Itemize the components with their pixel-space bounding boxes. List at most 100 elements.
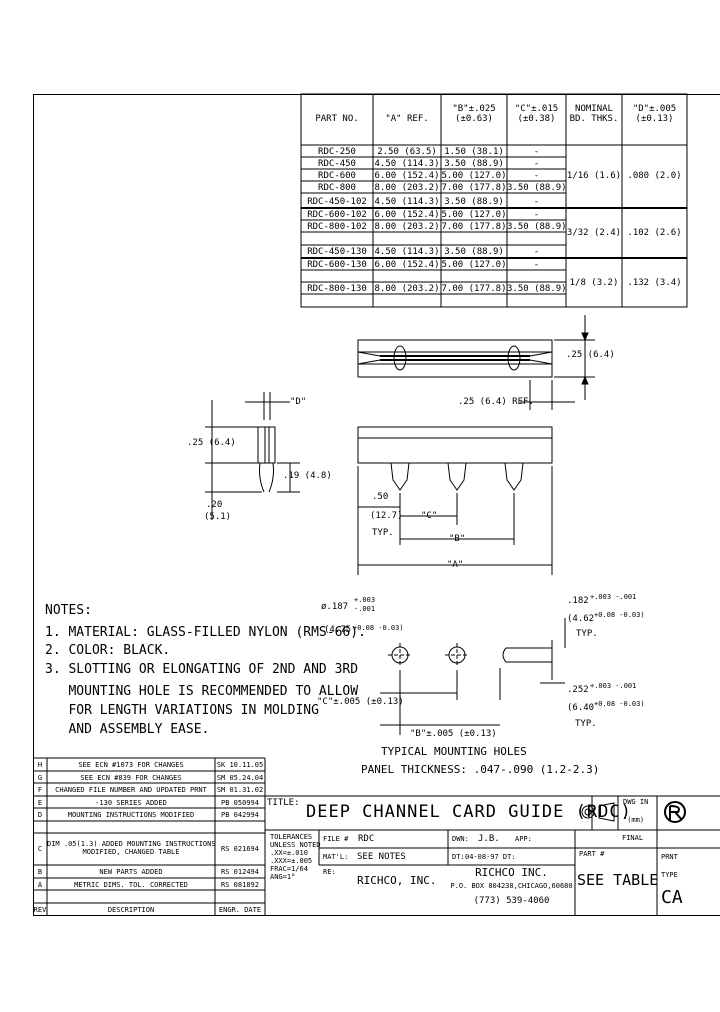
header-c-tol: "C"±.015 (±0.38)	[514, 104, 559, 124]
table-row: RDC-800-102	[307, 222, 367, 232]
table-row: RDC-450-102	[307, 197, 367, 207]
dim-182-mm-tol: +0.08 -0.03)	[594, 611, 645, 619]
table-cell: 6.00 (152.4)	[374, 210, 440, 220]
units-label: "(mm)	[623, 816, 645, 824]
table-row: RDC-800	[318, 183, 356, 193]
table-row: RDC-600	[318, 171, 356, 181]
tolerances-block: TOLERANCES UNLESS NOTED .XX=±.010 .XXX=±…	[270, 833, 321, 881]
table-cell: 6.00 (152.4)	[374, 260, 440, 270]
table-cell: 3.50 (88.9)	[444, 247, 504, 257]
company-name: RICHCO INC.	[475, 866, 548, 879]
rev-letter: B	[37, 868, 43, 876]
matl-value: SEE NOTES	[357, 852, 406, 862]
group-d: .102 (2.6)	[627, 228, 682, 238]
dim-182-typ: TYP.	[576, 629, 598, 639]
group-thk: 3/32 (2.4)	[566, 228, 622, 238]
table-cell: 3.50 (88.9)	[444, 197, 504, 207]
part-value: SEE TABLE	[577, 871, 659, 889]
file-number: RDC	[358, 834, 375, 844]
table-row: RDC-600-130	[307, 260, 367, 270]
table-cell: 7.00 (177.8)	[441, 284, 507, 294]
dim-ref: .25 (6.4) REF.	[458, 397, 534, 407]
dim-b: "B"	[449, 534, 466, 544]
table-cell: -	[533, 171, 540, 181]
table-cell: 3.50 (88.9)	[507, 284, 567, 294]
rev-date: RS 021694	[221, 845, 259, 853]
dim-252: .252	[567, 685, 589, 695]
table-cell: 4.50 (114.3)	[374, 247, 440, 257]
note-item: MOUNTING HOLE IS RECOMMENDED TO ALLOW	[45, 684, 359, 699]
table-cell: -	[533, 247, 540, 257]
dim-d: "D"	[290, 397, 307, 407]
table-cell: -	[533, 197, 540, 207]
table-row: RDC-450	[318, 159, 356, 169]
dim-c: "C"	[421, 511, 438, 521]
header-d-tol: "D"±.005 (±0.13)	[632, 104, 677, 124]
file-label: FILE #	[323, 835, 349, 843]
rev-header: ENGR. DATE	[218, 906, 262, 914]
app-label: APP:	[515, 835, 532, 843]
rev-letter: G	[37, 774, 43, 782]
dim-side-020: .20	[206, 500, 223, 510]
dim-c-tol: "C"±.005 (±0.13)	[317, 697, 404, 707]
table-cell: 3.50 (88.9)	[507, 183, 567, 193]
group-d: .080 (2.0)	[627, 171, 682, 181]
table-cell: 4.50 (114.3)	[374, 197, 440, 207]
rev-letter: D	[37, 811, 43, 819]
dim-front-050-mm: (12.7)	[370, 511, 403, 521]
table-cell: -	[533, 210, 540, 220]
dim-182-tol: +.003 -.001	[590, 593, 637, 601]
matl-label: MAT'L:	[323, 853, 349, 861]
title-label: TITLE:	[267, 798, 300, 808]
re-label: RE:	[323, 868, 336, 876]
group-thk: 1/8 (3.2)	[569, 278, 619, 288]
rev-letter: C	[37, 845, 43, 853]
group-d: .132 (3.4)	[627, 278, 682, 288]
type-value: CA	[661, 887, 683, 908]
rev-letter: F	[37, 786, 43, 794]
note-item: 3. SLOTTING OR ELONGATING OF 2ND AND 3RD	[45, 662, 359, 677]
dim-b-tol: "B"±.005 (±0.13)	[410, 729, 497, 739]
prnt-label: PRNT	[661, 853, 678, 861]
table-cell: 1.50 (38.1)	[444, 147, 504, 157]
rev-letter: H	[37, 761, 43, 769]
table-cell: 7.00 (177.8)	[441, 222, 507, 232]
dim-top-height: .25 (6.4)	[566, 350, 615, 360]
dim-252-tol: +.003 -.001	[590, 682, 637, 690]
note-item: 1. MATERIAL: GLASS-FILLED NYLON (RMS-66)…	[45, 625, 366, 640]
rev-description: SEE ECN #1073 FOR CHANGES	[78, 761, 184, 769]
rev-description: DIM .05(1.3) ADDED MOUNTING INSTRUCTIONS…	[47, 840, 216, 856]
rev-letter: E	[37, 799, 43, 807]
table-cell: 8.00 (203.2)	[374, 284, 440, 294]
panel-thickness: PANEL THICKNESS: .047-.090 (1.2-2.3)	[361, 763, 600, 776]
table-cell: 2.50 (63.5)	[377, 147, 437, 157]
table-row: RDC-250	[318, 147, 356, 157]
group-thk: 1/16 (1.6)	[566, 171, 622, 181]
rev-date: SM 05.24.04	[216, 774, 264, 782]
hole-mm-tol: +0.08 -0.03)	[353, 624, 404, 632]
hole-diameter: ø.187	[321, 602, 349, 612]
rev-date: RS 012494	[221, 868, 259, 876]
dim-front-050: .50	[372, 492, 389, 502]
part-label: PART #	[579, 850, 605, 858]
drawing-title: DEEP CHANNEL CARD GUIDE (RDC)	[306, 802, 632, 822]
rev-date: RS 081892	[221, 881, 259, 889]
rev-description: MOUNTING INSTRUCTIONS MODIFIED	[67, 811, 195, 819]
header-nominal-thks: NOMINAL BD. THKS.	[569, 104, 619, 124]
rev-description: SEE ECN #839 FOR CHANGES	[80, 774, 182, 782]
dt-label: DT:	[452, 853, 465, 861]
dim-252-mm: (6.40	[567, 703, 595, 713]
note-item: AND ASSEMBLY EASE.	[45, 722, 210, 737]
table-cell: 3.50 (88.9)	[507, 222, 567, 232]
hole-tol-minus: -.001	[354, 605, 376, 613]
table-row: RDC-800-130	[307, 284, 367, 294]
company-address: P.O. BOX 804238,CHICAGO,60680	[450, 882, 573, 890]
rev-date: PB 050994	[221, 799, 259, 807]
dt-value: 04-08-97 DT:	[465, 853, 516, 861]
dim-side-019: .19 (4.8)	[283, 471, 332, 481]
table-cell: 6.00 (152.4)	[374, 171, 440, 181]
rev-description: -130 SERIES ADDED	[95, 799, 167, 807]
table-cell: 7.00 (177.8)	[441, 183, 507, 193]
dwn-label: DWN:	[452, 835, 469, 843]
rev-date: SM 01.31.02	[216, 786, 264, 794]
